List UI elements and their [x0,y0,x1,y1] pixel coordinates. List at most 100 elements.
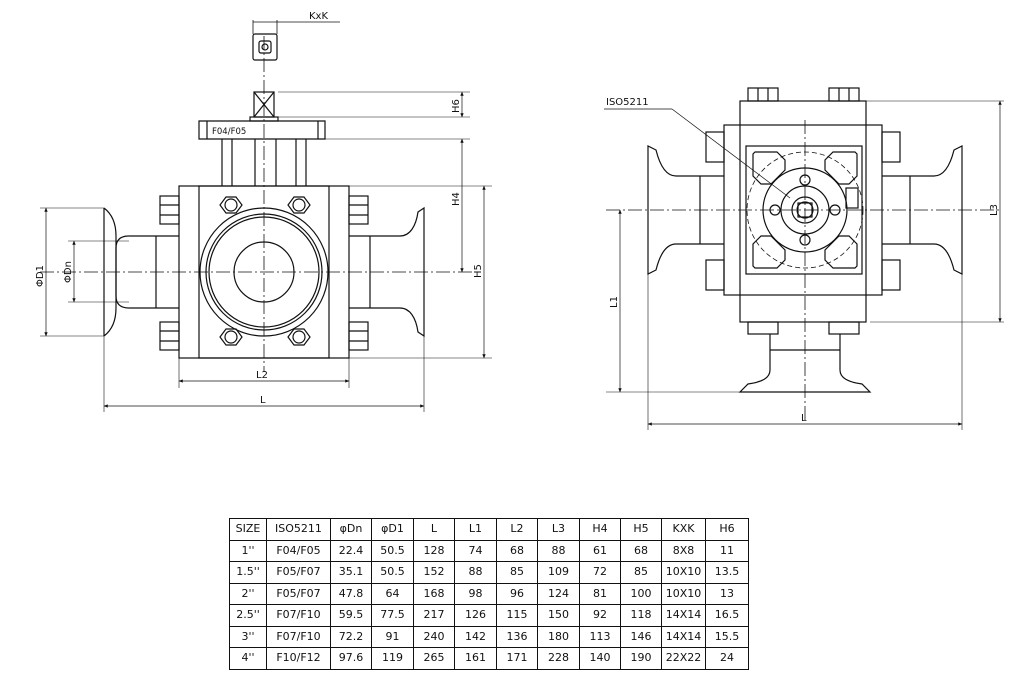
table-row: 2'' F05/F07 47.8 64 168 98 96 124 81 100… [229,582,749,605]
col-h4: H4 [579,518,621,541]
table-cell: 15.5 [705,625,749,648]
l3-label: L3 [989,204,1000,216]
left-pipe [115,235,179,309]
table-cell: 240 [413,625,455,648]
table-cell: 152 [413,561,455,584]
table-cell: 109 [537,561,580,584]
table-cell: F04/F05 [266,539,331,562]
table-cell: 126 [454,604,497,627]
table-cell: 3'' [229,625,267,648]
table-cell: F07/F10 [266,604,331,627]
table-cell: 190 [620,647,662,670]
table-cell: 2'' [229,582,267,605]
col-d1: φD1 [371,518,414,541]
right-ferrule [399,206,425,338]
table-cell: 72 [579,561,621,584]
stem-square-detail [252,33,278,61]
table-cell: 50.5 [371,561,414,584]
l-label-right: L [801,413,807,424]
table-cell: 85 [496,561,538,584]
col-l2: L2 [496,518,538,541]
table-cell: 150 [537,604,580,627]
actuator-pad [745,145,863,275]
table-cell: 2.5'' [229,604,267,627]
table-cell: 10X10 [661,582,706,605]
table-cell: 168 [413,582,455,605]
d1-label: ΦD1 [35,265,46,287]
table-cell: 8X8 [661,539,706,562]
table-row: 3'' F07/F10 72.2 91 240 142 136 180 113 … [229,625,749,648]
ball-bore [233,241,295,303]
table-cell: 14X14 [661,604,706,627]
table-cell: 96 [496,582,538,605]
table-cell: 81 [579,582,621,605]
table-cell: 77.5 [371,604,414,627]
table-cell: 140 [579,647,621,670]
table-row: 2.5'' F07/F10 59.5 77.5 217 126 115 150 … [229,604,749,627]
right-pipe [349,235,400,309]
table-cell: 136 [496,625,538,648]
table-cell: 47.8 [330,582,372,605]
right-view [604,87,1004,430]
dn-label: ΦDn [63,261,74,283]
table-cell: 22.4 [330,539,372,562]
table-cell: 10X10 [661,561,706,584]
table-cell: 4'' [229,647,267,670]
col-iso5211: ISO5211 [266,518,331,541]
col-l1: L1 [454,518,497,541]
l1-label: L1 [609,296,620,308]
table-row: 1'' F04/F05 22.4 50.5 128 74 68 88 61 68… [229,539,749,562]
table-cell: 98 [454,582,497,605]
table-cell: 11 [705,539,749,562]
col-size: SIZE [229,518,267,541]
right-valve-body [739,100,867,323]
table-cell: 35.1 [330,561,372,584]
table-row: 1.5'' F05/F07 35.1 50.5 152 88 85 109 72… [229,561,749,584]
table-cell: 180 [537,625,580,648]
table-cell: 146 [620,625,662,648]
table-cell: 228 [537,647,580,670]
body-bolts [219,196,311,346]
table-cell: 88 [454,561,497,584]
table-cell: 72.2 [330,625,372,648]
h5-label: H5 [473,264,484,278]
table-cell: 100 [620,582,662,605]
table-row: 4'' F10/F12 97.6 119 265 161 171 228 140… [229,647,749,670]
table-cell: 74 [454,539,497,562]
h6-label: H6 [451,99,462,113]
col-h6: H6 [705,518,749,541]
table-cell: 1.5'' [229,561,267,584]
table-cell: 59.5 [330,604,372,627]
table-cell: 16.5 [705,604,749,627]
col-dn: φDn [330,518,372,541]
table-cell: F05/F07 [266,561,331,584]
col-l3: L3 [537,518,580,541]
table-header-row: SIZE ISO5211 φDn φD1 L L1 L2 L3 H4 H5 KX… [229,518,749,541]
table-cell: 88 [537,539,580,562]
table-cell: 113 [579,625,621,648]
left-flange [103,207,117,337]
table-cell: F05/F07 [266,582,331,605]
l2-label: L2 [256,370,268,381]
h4-label: H4 [451,192,462,206]
table-cell: 119 [371,647,414,670]
col-l: L [413,518,455,541]
table-cell: 91 [371,625,414,648]
table-cell: 13 [705,582,749,605]
table-cell: 22X22 [661,647,706,670]
table-cell: 85 [620,561,662,584]
table-cell: 13.5 [705,561,749,584]
table-cell: 124 [537,582,580,605]
table-cell: 115 [496,604,538,627]
kxk-label: KxK [309,11,328,22]
table-cell: F10/F12 [266,647,331,670]
table-cell: 50.5 [371,539,414,562]
table-cell: 171 [496,647,538,670]
table-cell: 64 [371,582,414,605]
table-cell: 97.6 [330,647,372,670]
table-cell: F07/F10 [266,625,331,648]
table-cell: 128 [413,539,455,562]
flange-plate-label: F04/F05 [212,127,246,137]
table-cell: 265 [413,647,455,670]
